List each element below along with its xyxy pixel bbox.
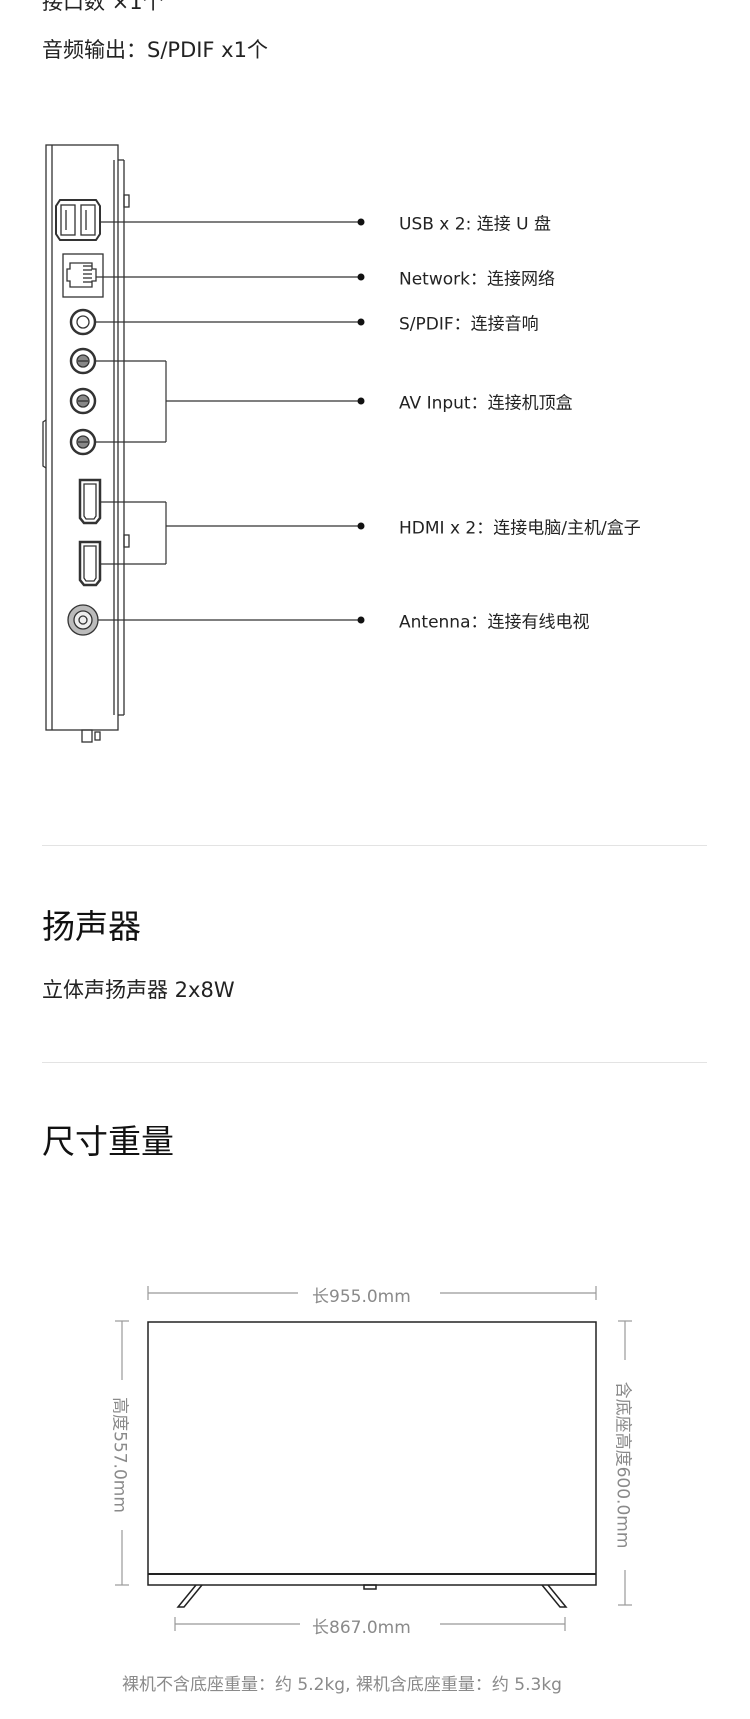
hdmi-port-icon bbox=[78, 540, 102, 587]
weight-info: 裸机不含底座重量：约 5.2kg, 裸机含底座重量：约 5.3kg bbox=[122, 1675, 562, 1695]
leader-lines bbox=[95, 221, 361, 621]
port-label-hdmi: HDMI x 2：连接电脑/主机/盒子 bbox=[399, 518, 641, 539]
tv-height-with-stand-label: 含底座高度600.0mm bbox=[612, 1381, 633, 1549]
tv-height-label: 高度557.0mm bbox=[109, 1397, 130, 1513]
divider bbox=[42, 1062, 707, 1063]
port-label-usb: USB x 2: 连接 U 盘 bbox=[399, 214, 551, 235]
divider bbox=[42, 845, 707, 846]
port-panel-diagram bbox=[42, 144, 365, 743]
speaker-desc: 立体声扬声器 2x8W bbox=[42, 978, 235, 1002]
usb-port-icon bbox=[55, 199, 101, 241]
antenna-port-icon bbox=[67, 604, 99, 636]
port-label-av: AV Input：连接机顶盒 bbox=[399, 393, 573, 414]
audio-output-spec: 音频输出：S/PDIF x1个 bbox=[42, 38, 268, 62]
speaker-heading: 扬声器 bbox=[42, 907, 141, 946]
tv-width-label: 长955.0mm bbox=[312, 1287, 411, 1307]
port-label-spdif: S/PDIF：连接音响 bbox=[399, 314, 539, 335]
network-port-icon bbox=[62, 253, 104, 298]
av-port-icon bbox=[69, 387, 97, 415]
partial-spec-line: 接口数 ×1个 bbox=[42, 0, 164, 14]
port-label-antenna: Antenna：连接有线电视 bbox=[399, 612, 590, 633]
hdmi-port-icon bbox=[78, 478, 102, 525]
stand-width-label: 长867.0mm bbox=[312, 1618, 411, 1638]
av-port-icon bbox=[69, 428, 97, 456]
port-label-network: Network：连接网络 bbox=[399, 269, 555, 290]
dimensions-heading: 尺寸重量 bbox=[42, 1122, 174, 1161]
tv-outline bbox=[147, 1321, 597, 1608]
